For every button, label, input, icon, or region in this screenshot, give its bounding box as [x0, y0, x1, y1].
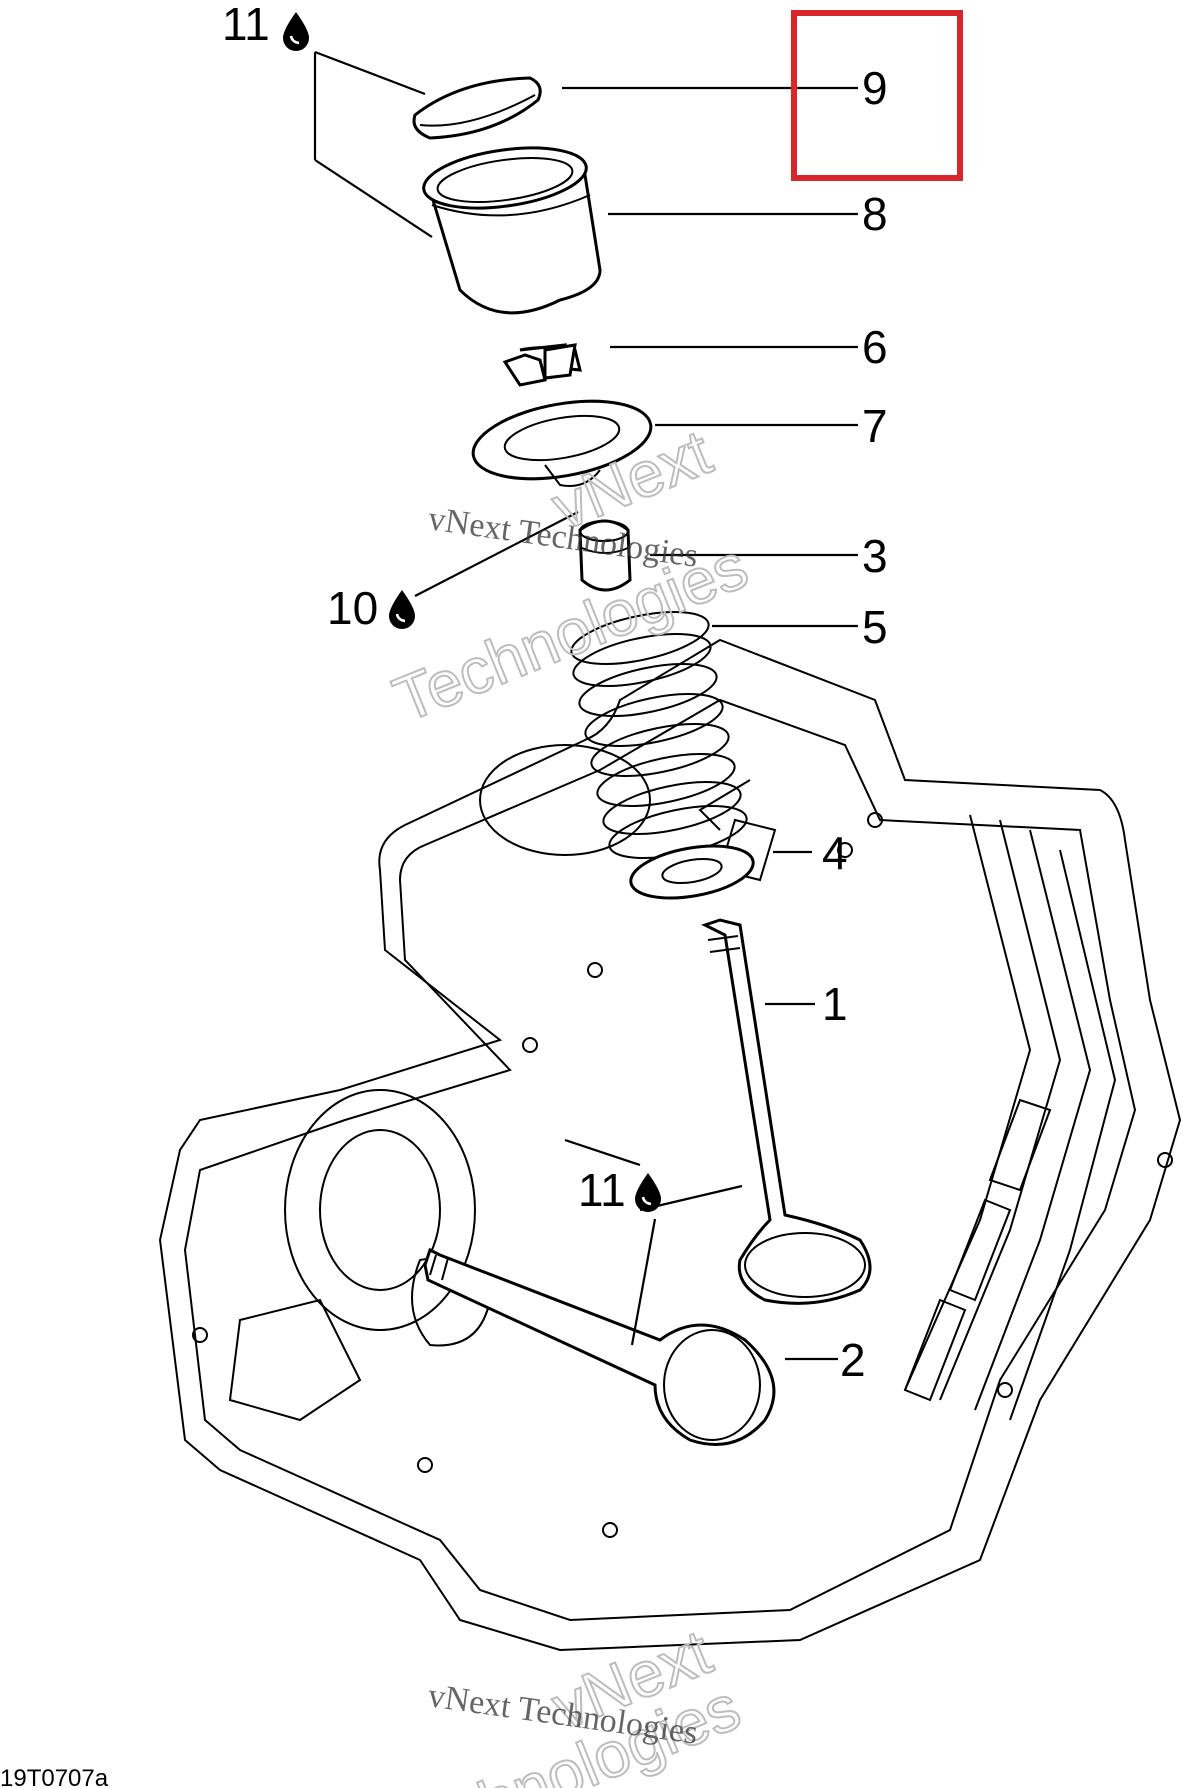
- callout-10: 10: [327, 582, 378, 634]
- callout-9: 9: [862, 62, 888, 114]
- callout-11-top: 11: [222, 0, 270, 50]
- oil-drop-icon: [389, 590, 415, 629]
- callout-7: 7: [862, 400, 888, 452]
- callout-4: 4: [822, 827, 848, 879]
- leader-lines: [313, 50, 858, 1361]
- valve-keepers-part: [502, 343, 582, 387]
- valve-1-part: [701, 918, 872, 1305]
- callout-6: 6: [862, 321, 888, 373]
- highlight-box: [791, 10, 963, 181]
- callout-11-mid: 11: [578, 1164, 626, 1216]
- drawing-code: 19T0707a: [0, 1765, 109, 1788]
- svg-text:Technologies: Technologies: [384, 529, 757, 736]
- spring-retainer-part: [471, 399, 653, 487]
- cylinder-head: [158, 638, 1182, 1652]
- callout-1: 1: [822, 978, 848, 1030]
- callout-2: 2: [840, 1334, 866, 1386]
- callout-5: 5: [862, 601, 888, 653]
- callout-3: 3: [862, 530, 888, 582]
- shim-part: [412, 76, 542, 140]
- valve-2-part: [423, 1247, 776, 1446]
- watermark-lower: vNext Technologies vNext Technologies: [375, 1615, 750, 1788]
- valve-stem-seal-part: [578, 519, 632, 592]
- callout-8: 8: [862, 188, 888, 240]
- bucket-tappet-part: [422, 146, 602, 315]
- oil-drop-icon: [283, 12, 309, 51]
- spring-seat-washer-part: [629, 844, 755, 900]
- oil-drop-icon: [635, 1173, 661, 1212]
